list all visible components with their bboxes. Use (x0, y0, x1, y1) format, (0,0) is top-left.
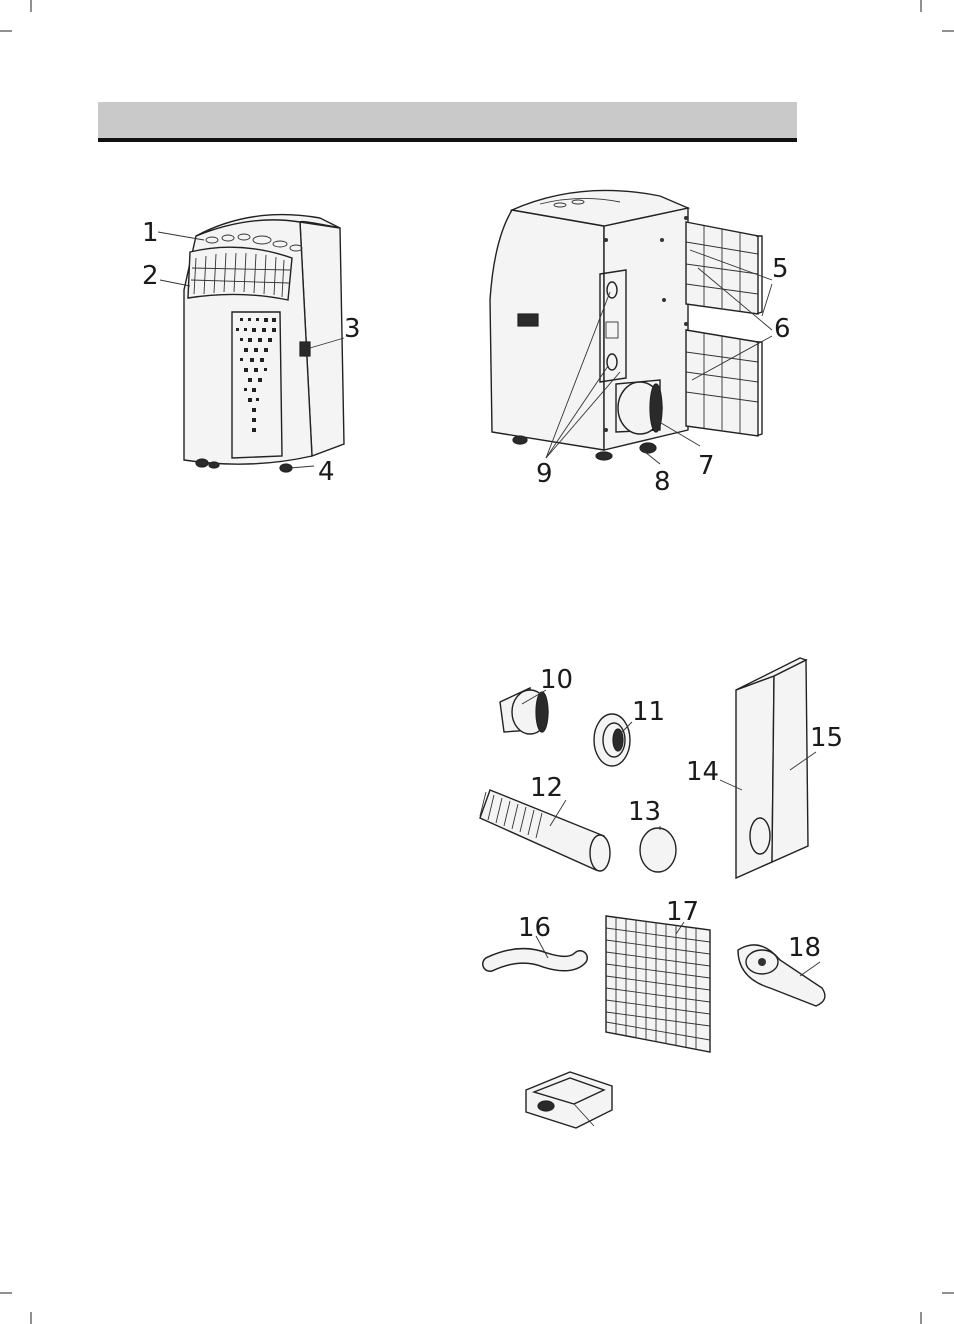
air-filter-lower (686, 330, 762, 436)
mesh-filter-sheet (606, 916, 710, 1052)
callout-7: 7 (698, 451, 715, 481)
accessories-figure: 10 11 12 13 14 15 16 17 18 (480, 658, 843, 1128)
air-outlet-louvre (188, 247, 292, 300)
callout-14: 14 (686, 757, 719, 787)
hose-cap (640, 828, 676, 872)
air-filter-upper (686, 222, 762, 314)
drain-tray (526, 1072, 612, 1128)
rear-side-handle (518, 314, 538, 326)
callout-4: 4 (318, 457, 335, 487)
callout-10: 10 (540, 665, 573, 695)
callout-6: 6 (774, 314, 791, 344)
callout-17: 17 (666, 897, 699, 927)
callout-11: 11 (632, 697, 665, 727)
rear-view-figure: 5 6 7 8 9 (490, 190, 791, 497)
callout-15: 15 (810, 723, 843, 753)
front-view-figure: 1 2 3 4 (142, 215, 361, 487)
callout-16: 16 (518, 913, 551, 943)
callout-9: 9 (536, 459, 553, 489)
callout-18: 18 (788, 933, 821, 963)
callout-13: 13 (628, 797, 661, 827)
callout-1: 1 (142, 218, 159, 248)
callout-5: 5 (772, 254, 789, 284)
window-ring (594, 714, 630, 766)
callout-12: 12 (530, 773, 563, 803)
side-handle (300, 342, 310, 356)
callout-2: 2 (142, 261, 159, 291)
callout-3: 3 (344, 314, 361, 344)
window-slider-panels (736, 658, 808, 878)
callout-8: 8 (654, 467, 671, 497)
